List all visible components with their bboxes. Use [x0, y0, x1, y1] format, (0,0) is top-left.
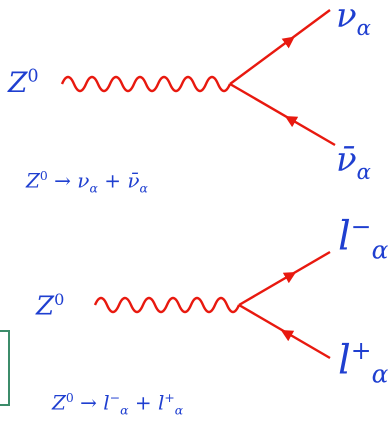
antineutrino-label: ν̄α — [336, 140, 371, 184]
reaction-equation-1: Z0 → να + ν̄α — [26, 168, 148, 196]
lepton-minus-line — [238, 250, 331, 307]
boson-label-1: Z0 — [8, 66, 39, 99]
z-boson-propagator-1 — [60, 75, 232, 93]
neutrino-line — [229, 9, 331, 85]
lepton-plus-line — [238, 303, 331, 360]
boson-label-2: Z0 — [36, 290, 65, 322]
lepton-minus-label: l−α — [338, 212, 389, 265]
z-boson-propagator-2 — [93, 296, 241, 314]
neutrino-label: να — [336, 0, 371, 40]
reaction-equation-2: Z0 → l−α + l+α — [52, 390, 184, 418]
antineutrino-line — [229, 82, 336, 147]
partial-frame-border — [0, 330, 10, 406]
lepton-plus-label: l+α — [338, 336, 389, 389]
